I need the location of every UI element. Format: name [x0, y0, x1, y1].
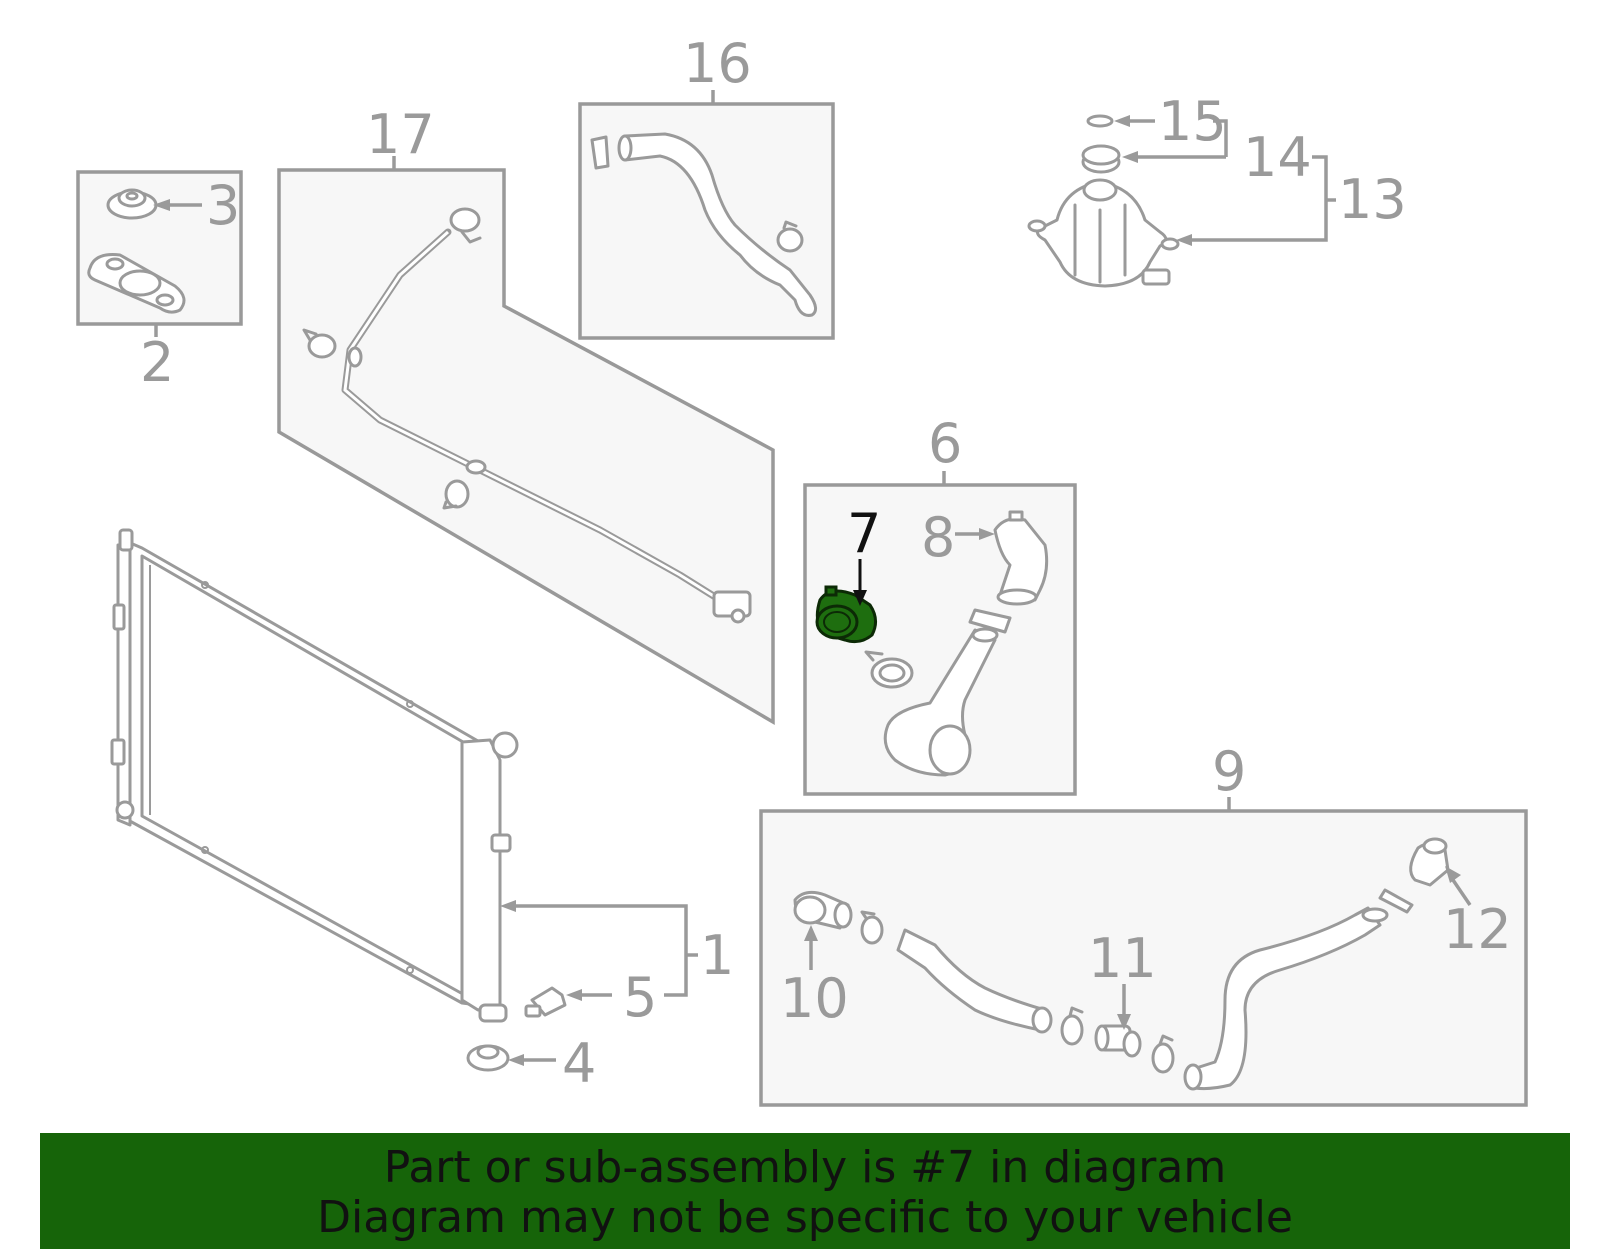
- part-15-seal[interactable]: [1086, 114, 1114, 128]
- clamp-17c: [442, 479, 470, 510]
- clamp-17b: [302, 328, 337, 359]
- part-17-hose[interactable]: [341, 228, 724, 604]
- callout-15: 15: [1158, 90, 1227, 153]
- part-8-elbow[interactable]: [993, 510, 1049, 606]
- callout-13: 13: [1338, 168, 1407, 231]
- part-9-hose-left[interactable]: [896, 928, 1053, 1034]
- banner-line-2: Diagram may not be specific to your vehi…: [317, 1192, 1293, 1243]
- part-2-bracket[interactable]: [87, 253, 186, 314]
- part-9-hose-right[interactable]: [1183, 906, 1389, 1091]
- part-10-connector[interactable]: [793, 890, 853, 930]
- part-3-mount-cap[interactable]: [106, 188, 158, 220]
- part-5-drain-plug[interactable]: [524, 986, 567, 1018]
- group-box-16: [578, 90, 835, 340]
- callout-7: 7: [847, 502, 881, 565]
- clamp-6: [864, 650, 914, 689]
- clamp-9b: [1060, 1006, 1084, 1046]
- callout-4: 4: [562, 1032, 596, 1095]
- part-6-hose[interactable]: [883, 627, 999, 777]
- callout-12: 12: [1443, 898, 1512, 961]
- clamp-9d: [1378, 888, 1414, 914]
- group-box-17: [277, 156, 775, 726]
- part-16-hose[interactable]: [617, 132, 817, 317]
- callout-14: 14: [1243, 126, 1312, 189]
- disclaimer-banner: Part or sub-assembly is #7 in diagram Di…: [40, 1133, 1570, 1249]
- callout-6: 6: [928, 412, 962, 475]
- connector-17: [712, 590, 752, 624]
- leaders-1-5-4: [500, 900, 698, 1066]
- callout-11: 11: [1088, 927, 1157, 990]
- part-11-connector[interactable]: [1094, 1024, 1142, 1058]
- callout-16: 16: [683, 32, 752, 95]
- callout-2: 2: [140, 331, 174, 394]
- leaders-13-15: [1114, 115, 1336, 246]
- callout-1: 1: [700, 924, 734, 987]
- part-4-mount[interactable]: [466, 1044, 510, 1072]
- part-12-elbow[interactable]: [1409, 837, 1450, 887]
- callout-3: 3: [206, 174, 240, 237]
- clamp-16a: [590, 135, 610, 170]
- part-1-radiator[interactable]: [110, 528, 519, 1023]
- callout-8: 8: [921, 506, 955, 569]
- callout-17: 17: [366, 103, 435, 166]
- clamp-17a: [449, 207, 482, 244]
- callout-9: 9: [1212, 740, 1246, 803]
- callout-5: 5: [623, 966, 657, 1029]
- banner-line-1: Part or sub-assembly is #7 in diagram: [383, 1142, 1227, 1193]
- group-box-6: [803, 471, 1077, 796]
- group-box-2: [76, 170, 243, 337]
- clamp-9a: [860, 910, 884, 945]
- clamp-9c: [1151, 1034, 1175, 1074]
- part-13-reservoir[interactable]: [1027, 178, 1180, 288]
- callout-10: 10: [780, 967, 849, 1030]
- clamp-6b: [968, 608, 1012, 634]
- clamp-16b: [776, 220, 804, 253]
- group-box-9: [759, 797, 1528, 1107]
- part-14-cap[interactable]: [1081, 144, 1121, 174]
